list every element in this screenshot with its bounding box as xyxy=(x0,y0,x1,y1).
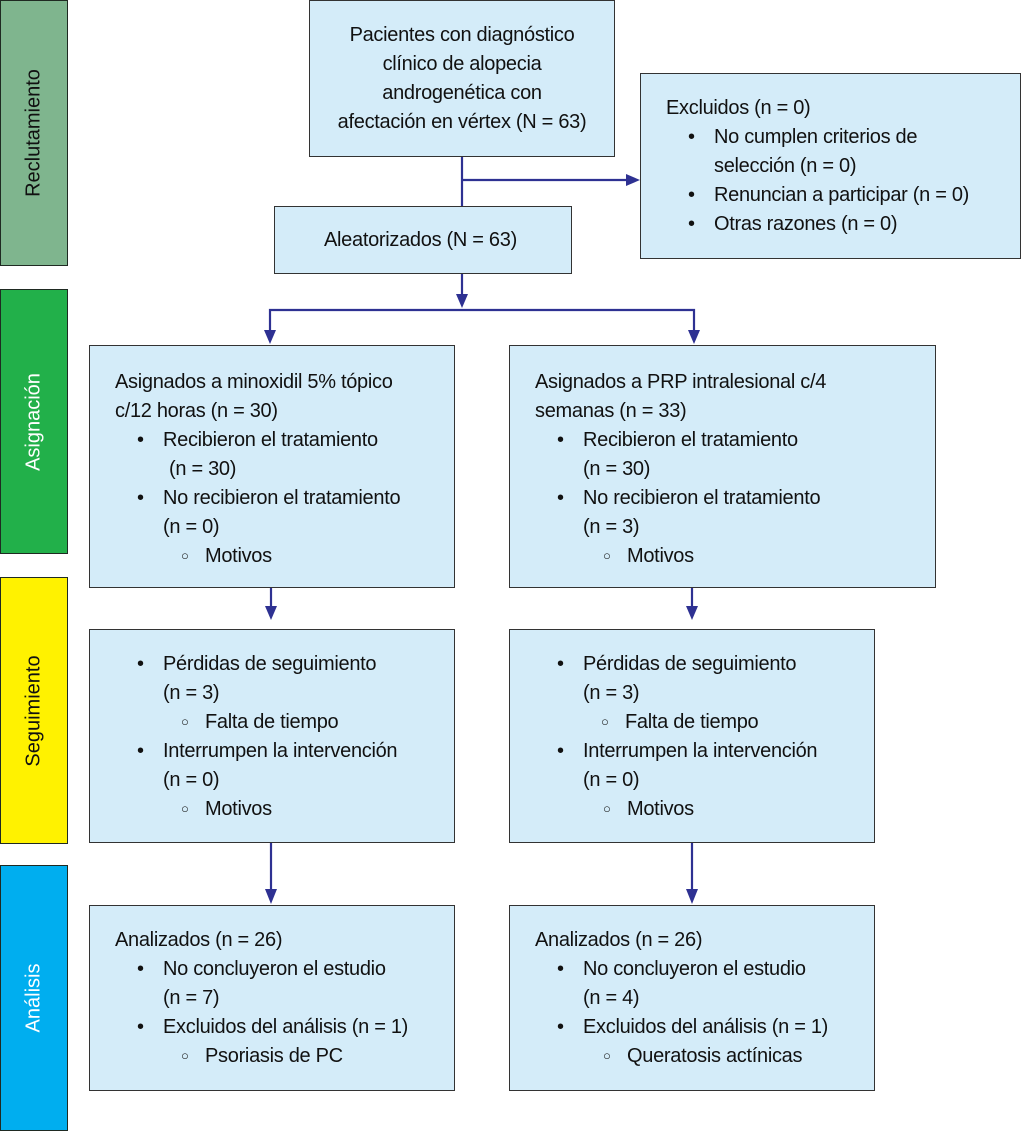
right-allocation-reasons: Motivos xyxy=(603,541,935,571)
left-received: Recibieron el tratamiento xyxy=(137,426,454,455)
left-analysis-excluded-reason: Psoriasis de PC xyxy=(181,1041,454,1071)
right-allocation-box: Asignados a PRP intralesional c/4 semana… xyxy=(509,345,936,588)
stage-allocation: Asignación xyxy=(0,289,68,554)
left-allocation-title: c/12 horas (n = 30) xyxy=(115,400,278,422)
excluded-item: No cumplen criterios de xyxy=(688,123,1020,152)
right-analysis-excluded-reason: Queratosis actínicas xyxy=(603,1041,874,1071)
excluded-item: Renuncian a participar (n = 0) xyxy=(688,181,1020,210)
connector-split-bar xyxy=(268,308,696,332)
left-discontinued-reason: Motivos xyxy=(181,794,454,824)
left-received-n: (n = 30) xyxy=(169,458,237,480)
right-allocation-title: semanas (n = 33) xyxy=(535,400,687,422)
arrowhead-left-analysis xyxy=(265,889,277,904)
right-analysis-title: Analizados (n = 26) xyxy=(535,929,703,951)
arrowhead-left-follow-up xyxy=(265,606,277,620)
right-discontinued-reason: Motivos xyxy=(603,794,874,824)
right-received: Recibieron el tratamiento xyxy=(557,426,935,455)
stage-recruitment: Reclutamiento xyxy=(0,0,68,266)
right-lost-n: (n = 3) xyxy=(583,682,640,704)
arrowhead-right-analysis xyxy=(686,889,698,904)
left-not-completed-n: (n = 7) xyxy=(163,987,220,1009)
left-lost-n: (n = 3) xyxy=(163,682,220,704)
arrowhead-excluded xyxy=(626,174,640,186)
stage-follow-up: Seguimiento xyxy=(0,577,68,844)
right-discontinued: Interrumpen la intervención xyxy=(557,737,874,766)
left-analysis-title: Analizados (n = 26) xyxy=(115,929,283,951)
randomized-box: Aleatorizados (N = 63) xyxy=(274,206,572,274)
left-discontinued-n: (n = 0) xyxy=(163,769,220,791)
right-analysis-box: Analizados (n = 26) No concluyeron el es… xyxy=(509,905,875,1091)
right-not-received: No recibieron el tratamiento xyxy=(557,484,935,513)
left-lost-reason: Falta de tiempo xyxy=(181,707,454,737)
left-lost: Pérdidas de seguimiento xyxy=(137,650,454,679)
stage-analysis-label: Análisis xyxy=(22,963,45,1033)
left-analysis-excluded: Excluidos del análisis (n = 1) xyxy=(137,1013,454,1042)
stage-follow-up-label: Seguimiento xyxy=(22,654,45,767)
excluded-box: Excluidos (n = 0) No cumplen criterios d… xyxy=(640,73,1021,259)
randomized-label: Aleatorizados (N = 63) xyxy=(324,229,517,251)
enrollment-line: afectación en vértex (N = 63) xyxy=(337,111,587,133)
right-received-n: (n = 30) xyxy=(583,458,651,480)
left-allocation-box: Asignados a minoxidil 5% tópico c/12 hor… xyxy=(89,345,455,588)
left-allocation-reasons: Motivos xyxy=(181,541,454,571)
stage-recruitment-label: Reclutamiento xyxy=(22,69,45,197)
stage-allocation-label: Asignación xyxy=(22,372,45,471)
left-not-completed: No concluyeron el estudio xyxy=(137,955,454,984)
left-not-received-n: (n = 0) xyxy=(163,516,220,538)
excluded-item-cont: selección (n = 0) xyxy=(714,155,857,177)
left-allocation-title: Asignados a minoxidil 5% tópico xyxy=(115,371,393,393)
enrollment-line: androgenética con xyxy=(382,82,542,104)
right-not-received-n: (n = 3) xyxy=(583,516,640,538)
right-follow-up-box: Pérdidas de seguimiento (n = 3) Falta de… xyxy=(509,629,875,843)
arrowhead-right-allocation xyxy=(688,330,700,344)
excluded-title: Excluidos (n = 0) xyxy=(666,97,811,119)
left-follow-up-box: Pérdidas de seguimiento (n = 3) Falta de… xyxy=(89,629,455,843)
right-allocation-title: Asignados a PRP intralesional c/4 xyxy=(535,371,827,393)
arrowhead-randomized-split xyxy=(456,294,468,308)
right-not-completed: No concluyeron el estudio xyxy=(557,955,874,984)
right-discontinued-n: (n = 0) xyxy=(583,769,640,791)
enrollment-line: clínico de alopecia xyxy=(382,53,542,75)
right-lost: Pérdidas de seguimiento xyxy=(557,650,874,679)
excluded-item: Otras razones (n = 0) xyxy=(688,210,1020,239)
enrollment-box: Pacientes con diagnóstico clínico de alo… xyxy=(309,0,615,157)
left-discontinued: Interrumpen la intervención xyxy=(137,737,454,766)
right-lost-reason: Falta de tiempo xyxy=(601,707,874,737)
enrollment-line: Pacientes con diagnóstico xyxy=(349,24,575,46)
left-not-received: No recibieron el tratamiento xyxy=(137,484,454,513)
arrowhead-left-allocation xyxy=(264,330,276,344)
right-not-completed-n: (n = 4) xyxy=(583,987,640,1009)
stage-analysis: Análisis xyxy=(0,865,68,1131)
left-analysis-box: Analizados (n = 26) No concluyeron el es… xyxy=(89,905,455,1091)
arrowhead-right-follow-up xyxy=(686,606,698,620)
right-analysis-excluded: Excluidos del análisis (n = 1) xyxy=(557,1013,874,1042)
